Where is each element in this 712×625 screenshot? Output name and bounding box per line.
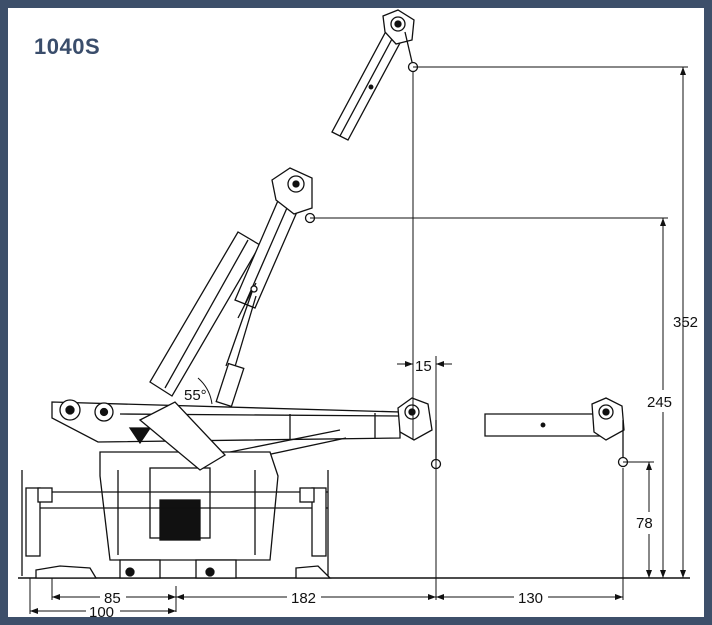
- label-outrigger-near: 85: [104, 590, 121, 607]
- label-lift-mid: 245: [647, 394, 672, 411]
- boom-extension: [484, 397, 629, 468]
- truck-base: [21, 401, 329, 576]
- angle-arc: [197, 377, 213, 405]
- label-outrigger-span: 100: [89, 604, 114, 617]
- label-reach-extension: 130: [518, 590, 543, 607]
- boom-raised-high: [331, 9, 419, 141]
- model-title: 1040S: [34, 34, 101, 59]
- label-lift-high: 352: [673, 314, 698, 331]
- boom-horizontal: [51, 397, 442, 470]
- ground-line: [18, 559, 690, 579]
- label-reach-base: 182: [291, 590, 316, 607]
- crane-diagram: 352 245 78 15 182 130 85 100 55°: [18, 9, 704, 617]
- label-offset: 15: [415, 358, 432, 375]
- dimension-arrows: [30, 67, 686, 614]
- boom-raised-55: [149, 167, 316, 408]
- label-angle: 55°: [184, 387, 207, 404]
- label-lift-low: 78: [636, 515, 653, 532]
